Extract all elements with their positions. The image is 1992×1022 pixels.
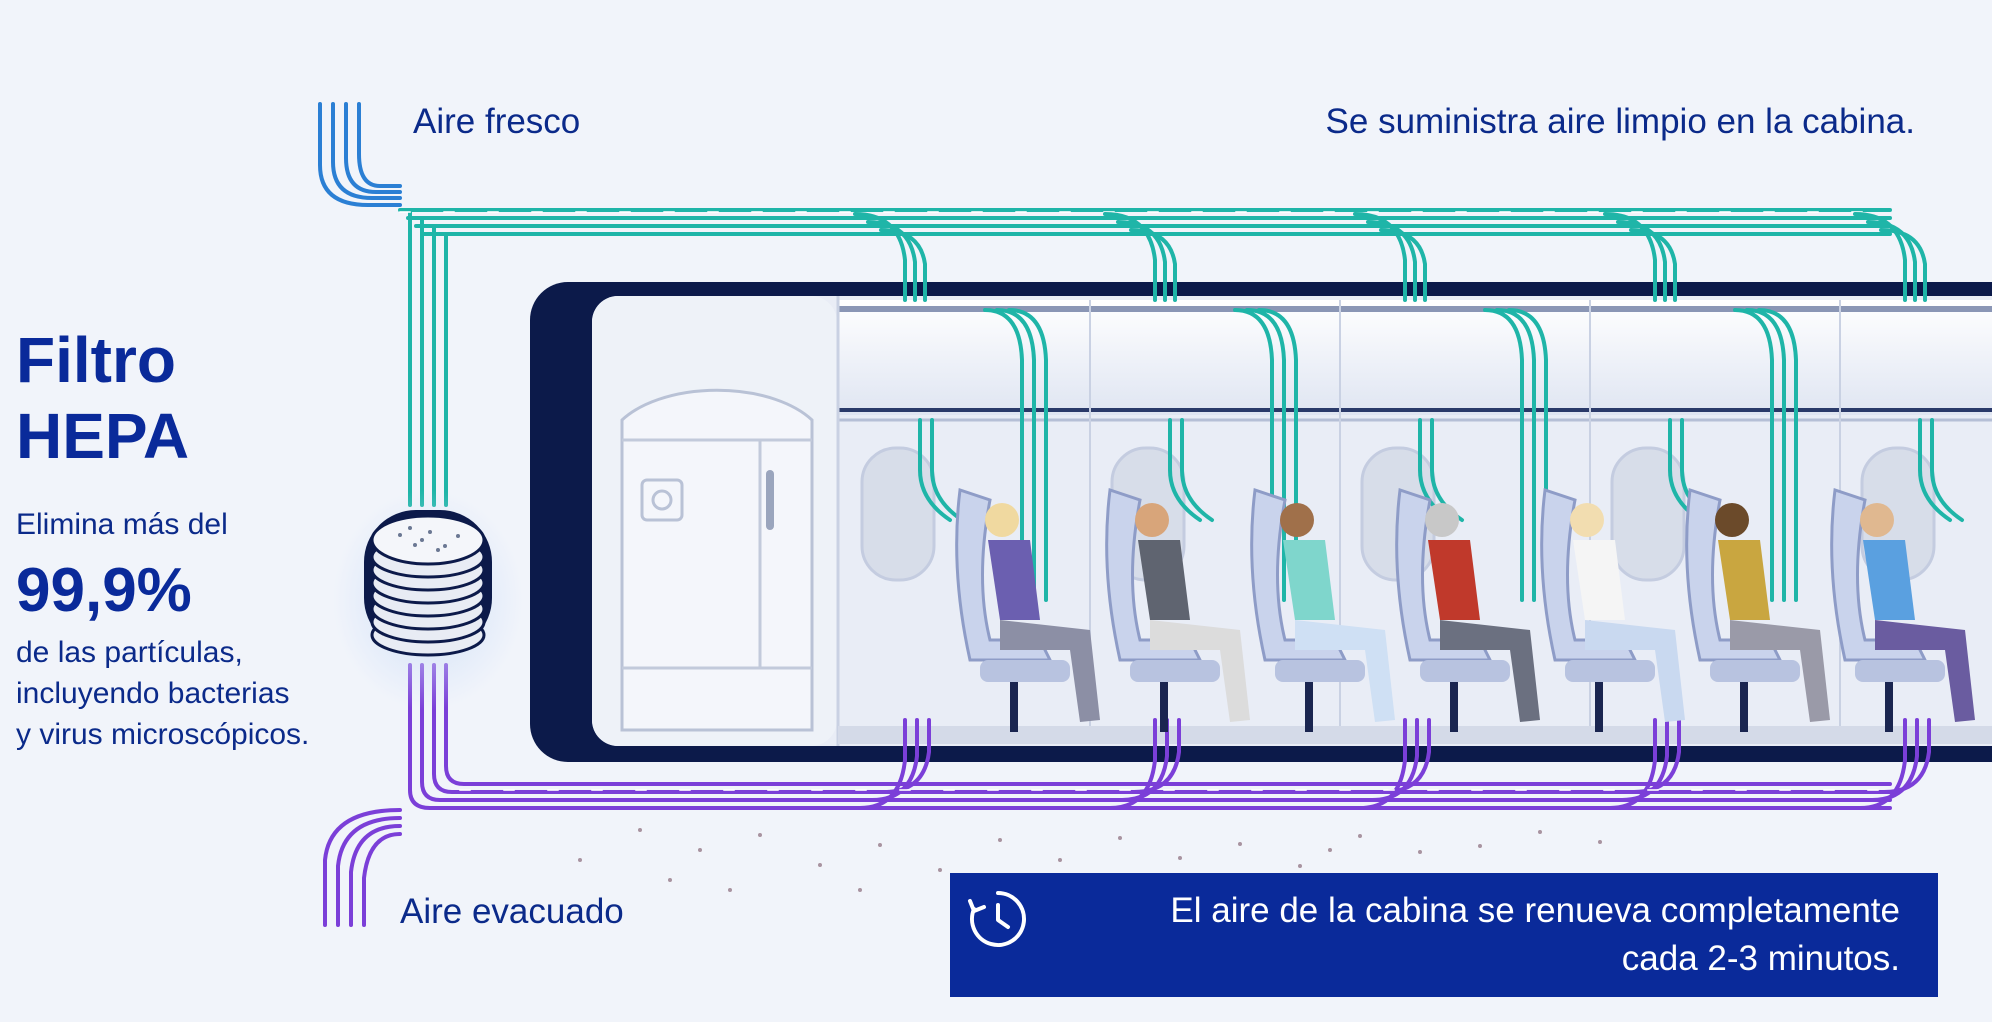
filter-desc-line2: incluyendo bacterias bbox=[16, 677, 290, 710]
clean-air-supply-label: Se suministra aire limpio en la cabina. bbox=[1325, 102, 1915, 141]
banner-line1: El aire de la cabina se renueva completa… bbox=[1170, 891, 1900, 930]
fresh-air-label: Aire fresco bbox=[413, 102, 581, 141]
filter-desc-line3: y virus microscópicos. bbox=[16, 718, 310, 751]
filter-title-line1: Filtro bbox=[16, 324, 176, 396]
filter-desc-line1: de las partículas, bbox=[16, 636, 243, 669]
exhaust-air-ducts bbox=[323, 663, 1931, 927]
filter-title-line2: HEPA bbox=[16, 400, 190, 472]
filter-percent: 99,9% bbox=[16, 556, 192, 625]
banner-line2: cada 2-3 minutos. bbox=[1621, 939, 1900, 978]
passengers bbox=[955, 487, 1975, 732]
hepa-filter-panel: Filtro HEPA Elimina más del 99,9% de las… bbox=[16, 322, 309, 755]
banner-text: El aire de la cabina se renueva completa… bbox=[1170, 887, 1900, 983]
fresh-air-ducts bbox=[318, 102, 1964, 602]
renewal-banner: El aire de la cabina se renueva completa… bbox=[950, 873, 1938, 997]
galley-door bbox=[620, 388, 814, 732]
clock-refresh-icon bbox=[968, 891, 1026, 947]
filter-intro: Elimina más del bbox=[16, 508, 228, 541]
overhead-bins bbox=[838, 300, 1992, 415]
exhaust-air-label: Aire evacuado bbox=[400, 892, 624, 931]
hepa-filter-icon bbox=[333, 490, 523, 710]
